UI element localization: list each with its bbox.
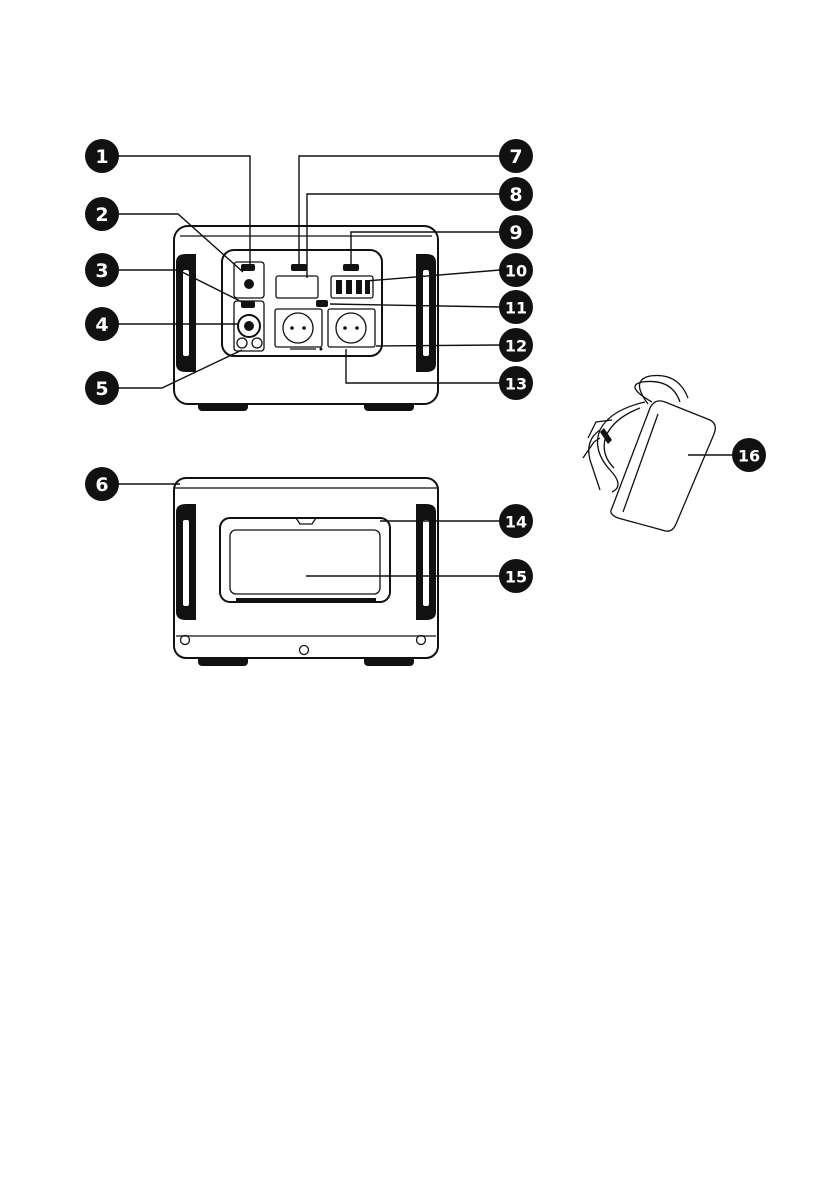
callout-label-7: 7	[509, 146, 522, 168]
callout-12: 12	[499, 328, 533, 362]
callout-label-2: 2	[95, 204, 108, 226]
callout-4: 4	[85, 307, 119, 341]
callout-label-6: 6	[95, 474, 108, 496]
callout-16: 16	[732, 438, 766, 472]
callout-11: 11	[499, 290, 533, 324]
callout-5: 5	[85, 371, 119, 405]
callout-8: 8	[499, 177, 533, 211]
callout-label-16: 16	[738, 447, 760, 466]
callout-9: 9	[499, 215, 533, 249]
callout-label-12: 12	[505, 337, 527, 356]
callout-label-11: 11	[505, 299, 527, 318]
callout-10: 10	[499, 253, 533, 287]
callout-label-14: 14	[505, 513, 527, 532]
callout-label-3: 3	[95, 260, 108, 282]
callout-label-5: 5	[95, 378, 108, 400]
ac-adapter	[583, 375, 715, 531]
callout-3: 3	[85, 253, 119, 287]
callout-15: 15	[499, 559, 533, 593]
callout-1: 1	[85, 139, 119, 173]
callout-2: 2	[85, 197, 119, 231]
callout-label-13: 13	[505, 375, 527, 394]
callout-label-1: 1	[95, 146, 108, 168]
callout-14: 14	[499, 504, 533, 538]
callout-6: 6	[85, 467, 119, 501]
callout-label-8: 8	[509, 184, 522, 206]
callout-label-10: 10	[505, 262, 527, 281]
callout-7: 7	[499, 139, 533, 173]
callout-label-4: 4	[95, 314, 108, 336]
callout-label-9: 9	[509, 222, 522, 244]
callout-13: 13	[499, 366, 533, 400]
back-view	[174, 478, 438, 666]
callout-label-15: 15	[505, 568, 527, 587]
